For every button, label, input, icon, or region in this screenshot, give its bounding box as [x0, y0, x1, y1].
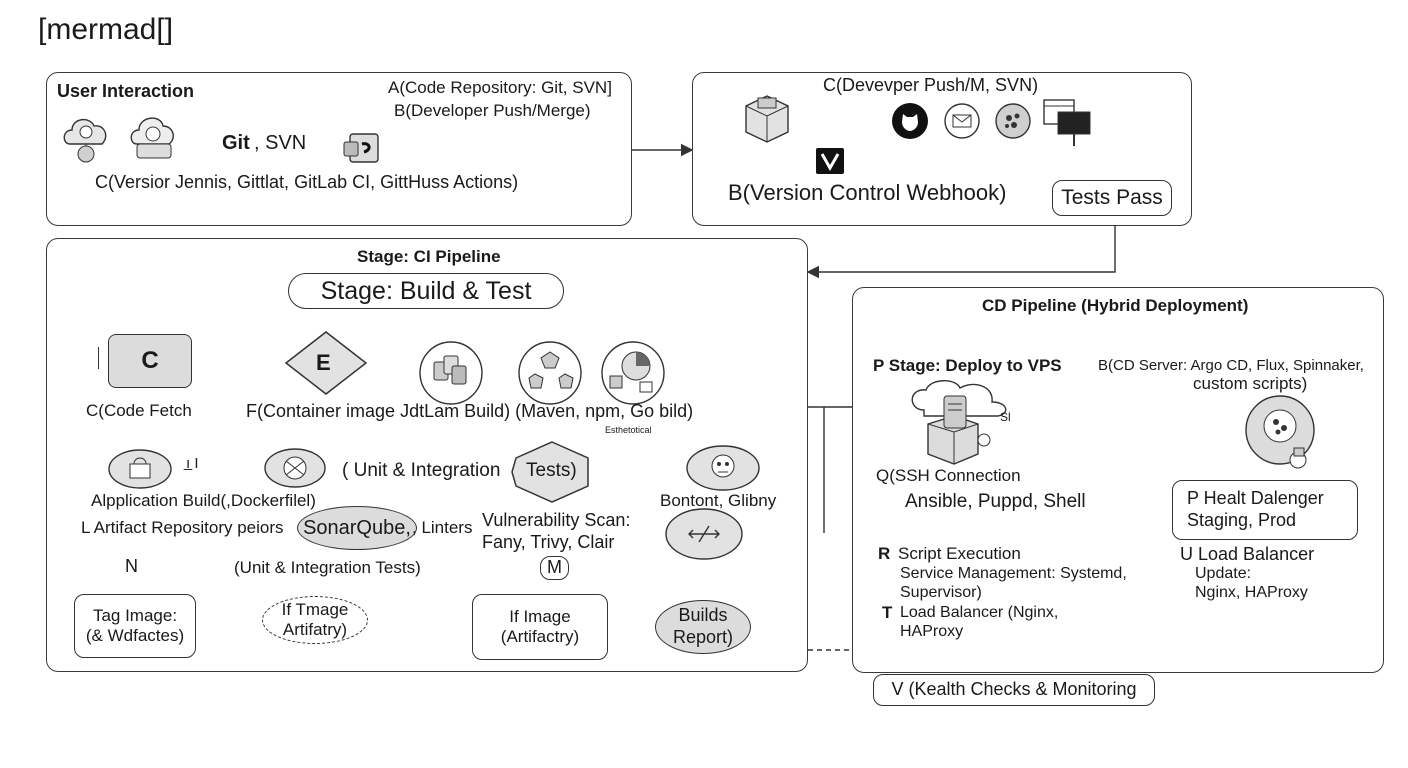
node-n: N [125, 556, 138, 576]
stage-build-test: Stage: Build & Test [288, 273, 564, 309]
load-balancer-letter: T [882, 603, 893, 622]
ci-pipeline-title: Stage: CI Pipeline [357, 247, 501, 266]
argo-icon [1240, 394, 1320, 479]
cd-server-label: B(CD Server: Argo CD, Flux, Spinnaker, [1098, 357, 1364, 374]
tag-image-node: Tag Image: (& Wdfactes) [74, 594, 196, 658]
if-image-node-1: If Tmage Artifatry) [262, 596, 368, 644]
ci-tools-label: C(Versior Jennis, Gittlat, GitLab CI, Gi… [95, 172, 519, 192]
node-e-diamond [284, 330, 368, 401]
service-management-label: Service Management: Systemd, Supervisor) [900, 565, 1127, 602]
docker-globe-icon [264, 447, 326, 494]
unit-integration-label: ( Unit & Integration [342, 460, 501, 481]
tests-hexagon-label: Tests) [526, 460, 577, 481]
webhook-icon [815, 142, 845, 181]
node-c: C [108, 334, 192, 388]
git-label: Git [222, 132, 250, 154]
script-execution-label: Script Execution [898, 544, 1021, 563]
monitor-icon [1042, 98, 1094, 155]
script-exec-letter: R [878, 544, 891, 563]
ci-pipeline-panel [46, 238, 808, 672]
health-danger-node: P Healt Dalenger Staging, Prod [1172, 480, 1358, 540]
code-repository-label: A(Code Repository: Git, SVN] [388, 78, 612, 97]
node-m: M [540, 556, 569, 580]
gear-switch-node [665, 508, 743, 565]
robot-icon [686, 444, 760, 497]
svn-label: , SVN [254, 132, 307, 154]
kubernetes-icon [994, 102, 1032, 145]
load-balancer-label: Load Balancer (Nginx, HAProxy [900, 604, 1059, 641]
tests-hexagon [511, 440, 592, 509]
pentagon-nodes-icon [517, 340, 583, 411]
load-balancer-update-label: U Load Balancer [1180, 544, 1315, 564]
load-balancer-update-detail: Update: Nginx, HAProxy [1195, 565, 1308, 602]
code-fetch-label: C(Code Fetch [86, 401, 192, 420]
health-checks-node: V (Kealth Checks & Monitoring [873, 674, 1155, 706]
containers-icon [418, 340, 484, 411]
application-build-label: Alpplication Build(,Dockerfilel) [91, 491, 316, 510]
version-control-webhook: B(Version Control Webhook) [728, 180, 1007, 205]
tests-pass-node: Tests Pass [1052, 180, 1172, 216]
deploy-vps-label: P Stage: Deploy to VPS [873, 356, 1062, 375]
shopping-bag-icon [108, 448, 172, 495]
developer-push-label: B(Developer Push/Merge) [394, 101, 591, 120]
sfx-label: Sl [1000, 410, 1011, 424]
email-icon [943, 102, 981, 145]
pipe-mark: ı̲ I [186, 455, 199, 472]
node-c-stub [98, 347, 109, 369]
github-icon [891, 102, 929, 145]
cd-pipeline-title: CD Pipeline (Hybrid Deployment) [982, 296, 1249, 315]
vulnerability-scan-label: Vulnerability Scan: Fany, Trivy, Clair [482, 510, 631, 552]
ssh-connection-label: Q(SSH Connection [876, 466, 1021, 485]
git-branch-icon [342, 124, 386, 173]
box-icon [744, 94, 790, 149]
node-e-label: E [316, 350, 331, 375]
linters-label: , Linters [412, 518, 473, 537]
cloud-gear-icon [127, 110, 179, 169]
builds-report-node: Builds Report) [655, 600, 751, 654]
cloud-user-icon [60, 110, 112, 169]
vps-server-icon [904, 380, 1016, 471]
webhook-panel-title: C(Devevper Push/M, SVN) [823, 75, 1039, 95]
if-image-node-2: If Image (Artifactry) [472, 594, 608, 660]
page-title: [mermad[] [38, 13, 174, 46]
pie-chart-icon [600, 340, 666, 411]
sonarqube-node: SonarQube, [297, 506, 417, 550]
build-tools-label: F(Container image JdtLam Build) (Maven, … [246, 401, 694, 421]
config-tools-label: Ansible, Puppd, Shell [905, 491, 1086, 512]
artifact-repository-label: L Artifact Repository peiors [81, 518, 284, 537]
unit-tests-bottom-label: (Unit & Integration Tests) [234, 558, 421, 577]
bonton-label: Bontont, Glibny [660, 491, 777, 510]
user-interaction-title: User Interaction [57, 81, 195, 101]
custom-scripts-label: custom scripts) [1193, 374, 1308, 393]
small-note: Esthetotical [605, 425, 652, 435]
